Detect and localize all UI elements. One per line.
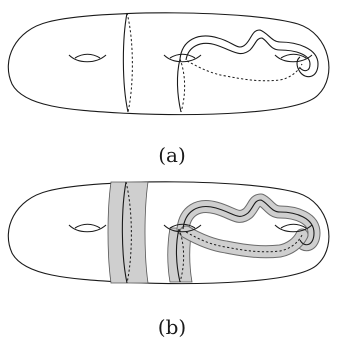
surface-outline-a xyxy=(8,13,329,115)
caption-a: (a) xyxy=(158,143,186,167)
shaded-band-separating xyxy=(108,182,148,283)
panel-a xyxy=(8,13,329,115)
panel-b xyxy=(8,182,329,284)
caption-b: (b) xyxy=(158,315,186,339)
